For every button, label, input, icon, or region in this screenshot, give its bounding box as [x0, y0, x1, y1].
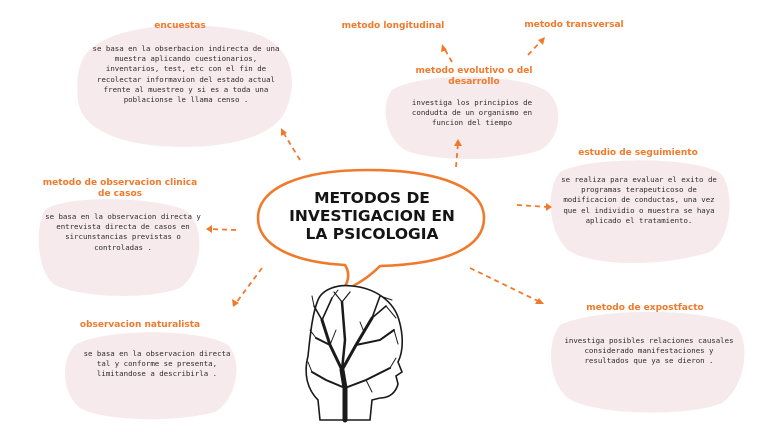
expostfacto-blob [550, 311, 745, 413]
arrowhead-encuestas [281, 128, 287, 136]
naturalista-blob [64, 332, 237, 420]
connector-transversal [527, 39, 543, 56]
naturalista-title: observacion naturalista [79, 320, 201, 330]
arrowheads [206, 37, 552, 307]
encuestas-blob [77, 25, 292, 147]
head-silhouette [305, 284, 404, 421]
evolutivo-blob [385, 76, 559, 159]
seguimiento-title: estudio de seguimiento [578, 148, 698, 158]
seguimiento-blob [550, 160, 730, 264]
head-tree-illustration [305, 284, 404, 423]
arrowhead-evolutivo [454, 139, 462, 146]
clinica-text: se basa en la observacion directa y entr… [45, 212, 201, 252]
connectors [209, 39, 549, 304]
clinica-blob [38, 199, 200, 296]
longitudinal-title: metodo longitudinal [341, 21, 445, 31]
connector-naturalista [235, 267, 263, 304]
seguimiento-text: se realiza para evaluar el exito de prog… [561, 175, 717, 225]
arrowhead-transversal [538, 37, 545, 45]
expostfacto-text: investiga posibles relaciones causales c… [564, 336, 734, 366]
naturalista-text: se basa en la observacion directa tal y … [83, 349, 231, 379]
clinica-title: metodo de observacion clinica de casos [42, 178, 198, 199]
arrowhead-longitudinal [441, 44, 447, 52]
arrowhead-seguimiento [546, 203, 552, 211]
evolutivo-title: metodo evolutivo o del desarrollo [415, 66, 533, 87]
expostfacto-title: metodo de expostfacto [586, 303, 704, 313]
evolutivo-text: investiga los principios de condudta de … [411, 98, 533, 128]
connector-seguimiento [516, 204, 549, 208]
tree-branches [307, 289, 399, 423]
central-title: METODOS DE INVESTIGACION EN LA PSICOLOGI… [289, 189, 455, 243]
transversal-title: metodo transversal [524, 20, 624, 30]
connector-encuestas [282, 131, 301, 161]
connector-expostfacto [469, 267, 541, 303]
arrowhead-clinica [206, 225, 212, 233]
connector-clinica [209, 228, 237, 231]
background-blobs [38, 25, 745, 420]
encuestas-title: encuestas [154, 21, 206, 31]
connector-evolutivo [455, 142, 459, 168]
encuestas-text: se basa en la obserbacion indirecta de u… [92, 44, 280, 105]
arrowhead-naturalista [232, 299, 239, 307]
arrowhead-expostfacto [535, 298, 544, 304]
